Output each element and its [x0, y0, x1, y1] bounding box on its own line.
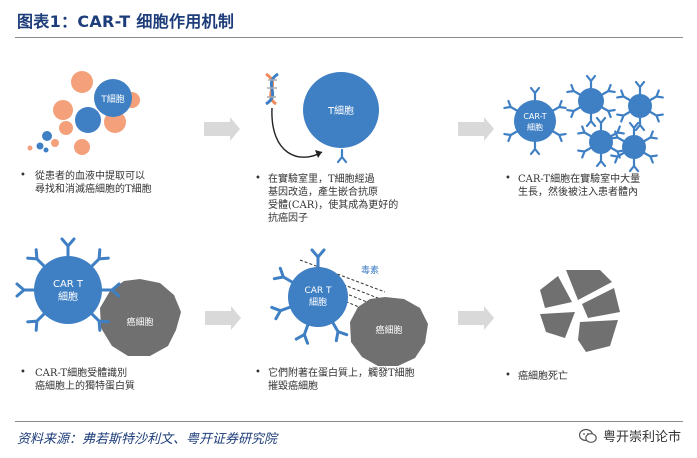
caption-step3: CAR-T細胞在實驗室中大量 生長，然後被注入患者體內	[518, 173, 640, 199]
bullet-4: •	[20, 367, 26, 378]
toxin-label: 毒素	[361, 264, 379, 276]
bullet-6: •	[505, 370, 511, 381]
wechat-icon	[579, 428, 597, 444]
cart-mid-label-1: CAR T	[304, 286, 332, 296]
cart-small-label-1: CAR-T	[523, 112, 546, 121]
source-note: 资料来源：弗若斯特沙利文、粤开证券研究院	[17, 428, 277, 447]
watermark: 粤开崇利论市	[579, 426, 681, 445]
caption-step5: 它們附著在蛋白質上，觸發T細胞 摧毀癌細胞	[268, 367, 415, 393]
cancer-cell-label-1: 癌細胞	[126, 316, 153, 328]
bullet-5: •	[255, 367, 261, 378]
bullet-3: •	[505, 173, 511, 184]
caption-step2: 在實驗室里，T細胞經過 基因改造，產生嵌合抗原 受體(CAR)，使其成為更好的 …	[268, 173, 398, 225]
dna-icon	[266, 74, 278, 104]
t-cell-large-label: T細胞	[327, 104, 354, 117]
cart-mid-label-2: 細胞	[309, 296, 327, 308]
caption-step1: 從患者的血液中提取可以 尋找和消滅癌細胞的T細胞	[35, 170, 152, 196]
bottom-rule	[15, 421, 683, 422]
dead-cancer-cell	[540, 270, 620, 352]
arrow-4-5	[205, 306, 241, 330]
car-receptor	[338, 150, 346, 162]
caption-step4: CAR-T細胞受體識別 癌細胞上的獨特蛋白質	[35, 367, 135, 393]
t-cell-label: T細胞	[100, 93, 125, 105]
bullet-1: •	[20, 170, 26, 181]
cart-small-label-2: 細胞	[527, 122, 543, 132]
watermark-text: 粤开崇利论市	[603, 426, 681, 445]
blood-cells-cluster	[28, 71, 141, 155]
cart-big-label-1: CAR T	[53, 279, 84, 290]
cancer-cell-label-2: 癌細胞	[375, 324, 402, 336]
arrow-2-3	[458, 117, 494, 141]
arrow-1-2	[204, 117, 240, 141]
caption-step6: 癌細胞死亡	[518, 370, 568, 383]
arrow-5-6	[458, 306, 494, 330]
cart-big-label-2: 細胞	[58, 290, 78, 303]
bullet-2: •	[255, 173, 261, 184]
